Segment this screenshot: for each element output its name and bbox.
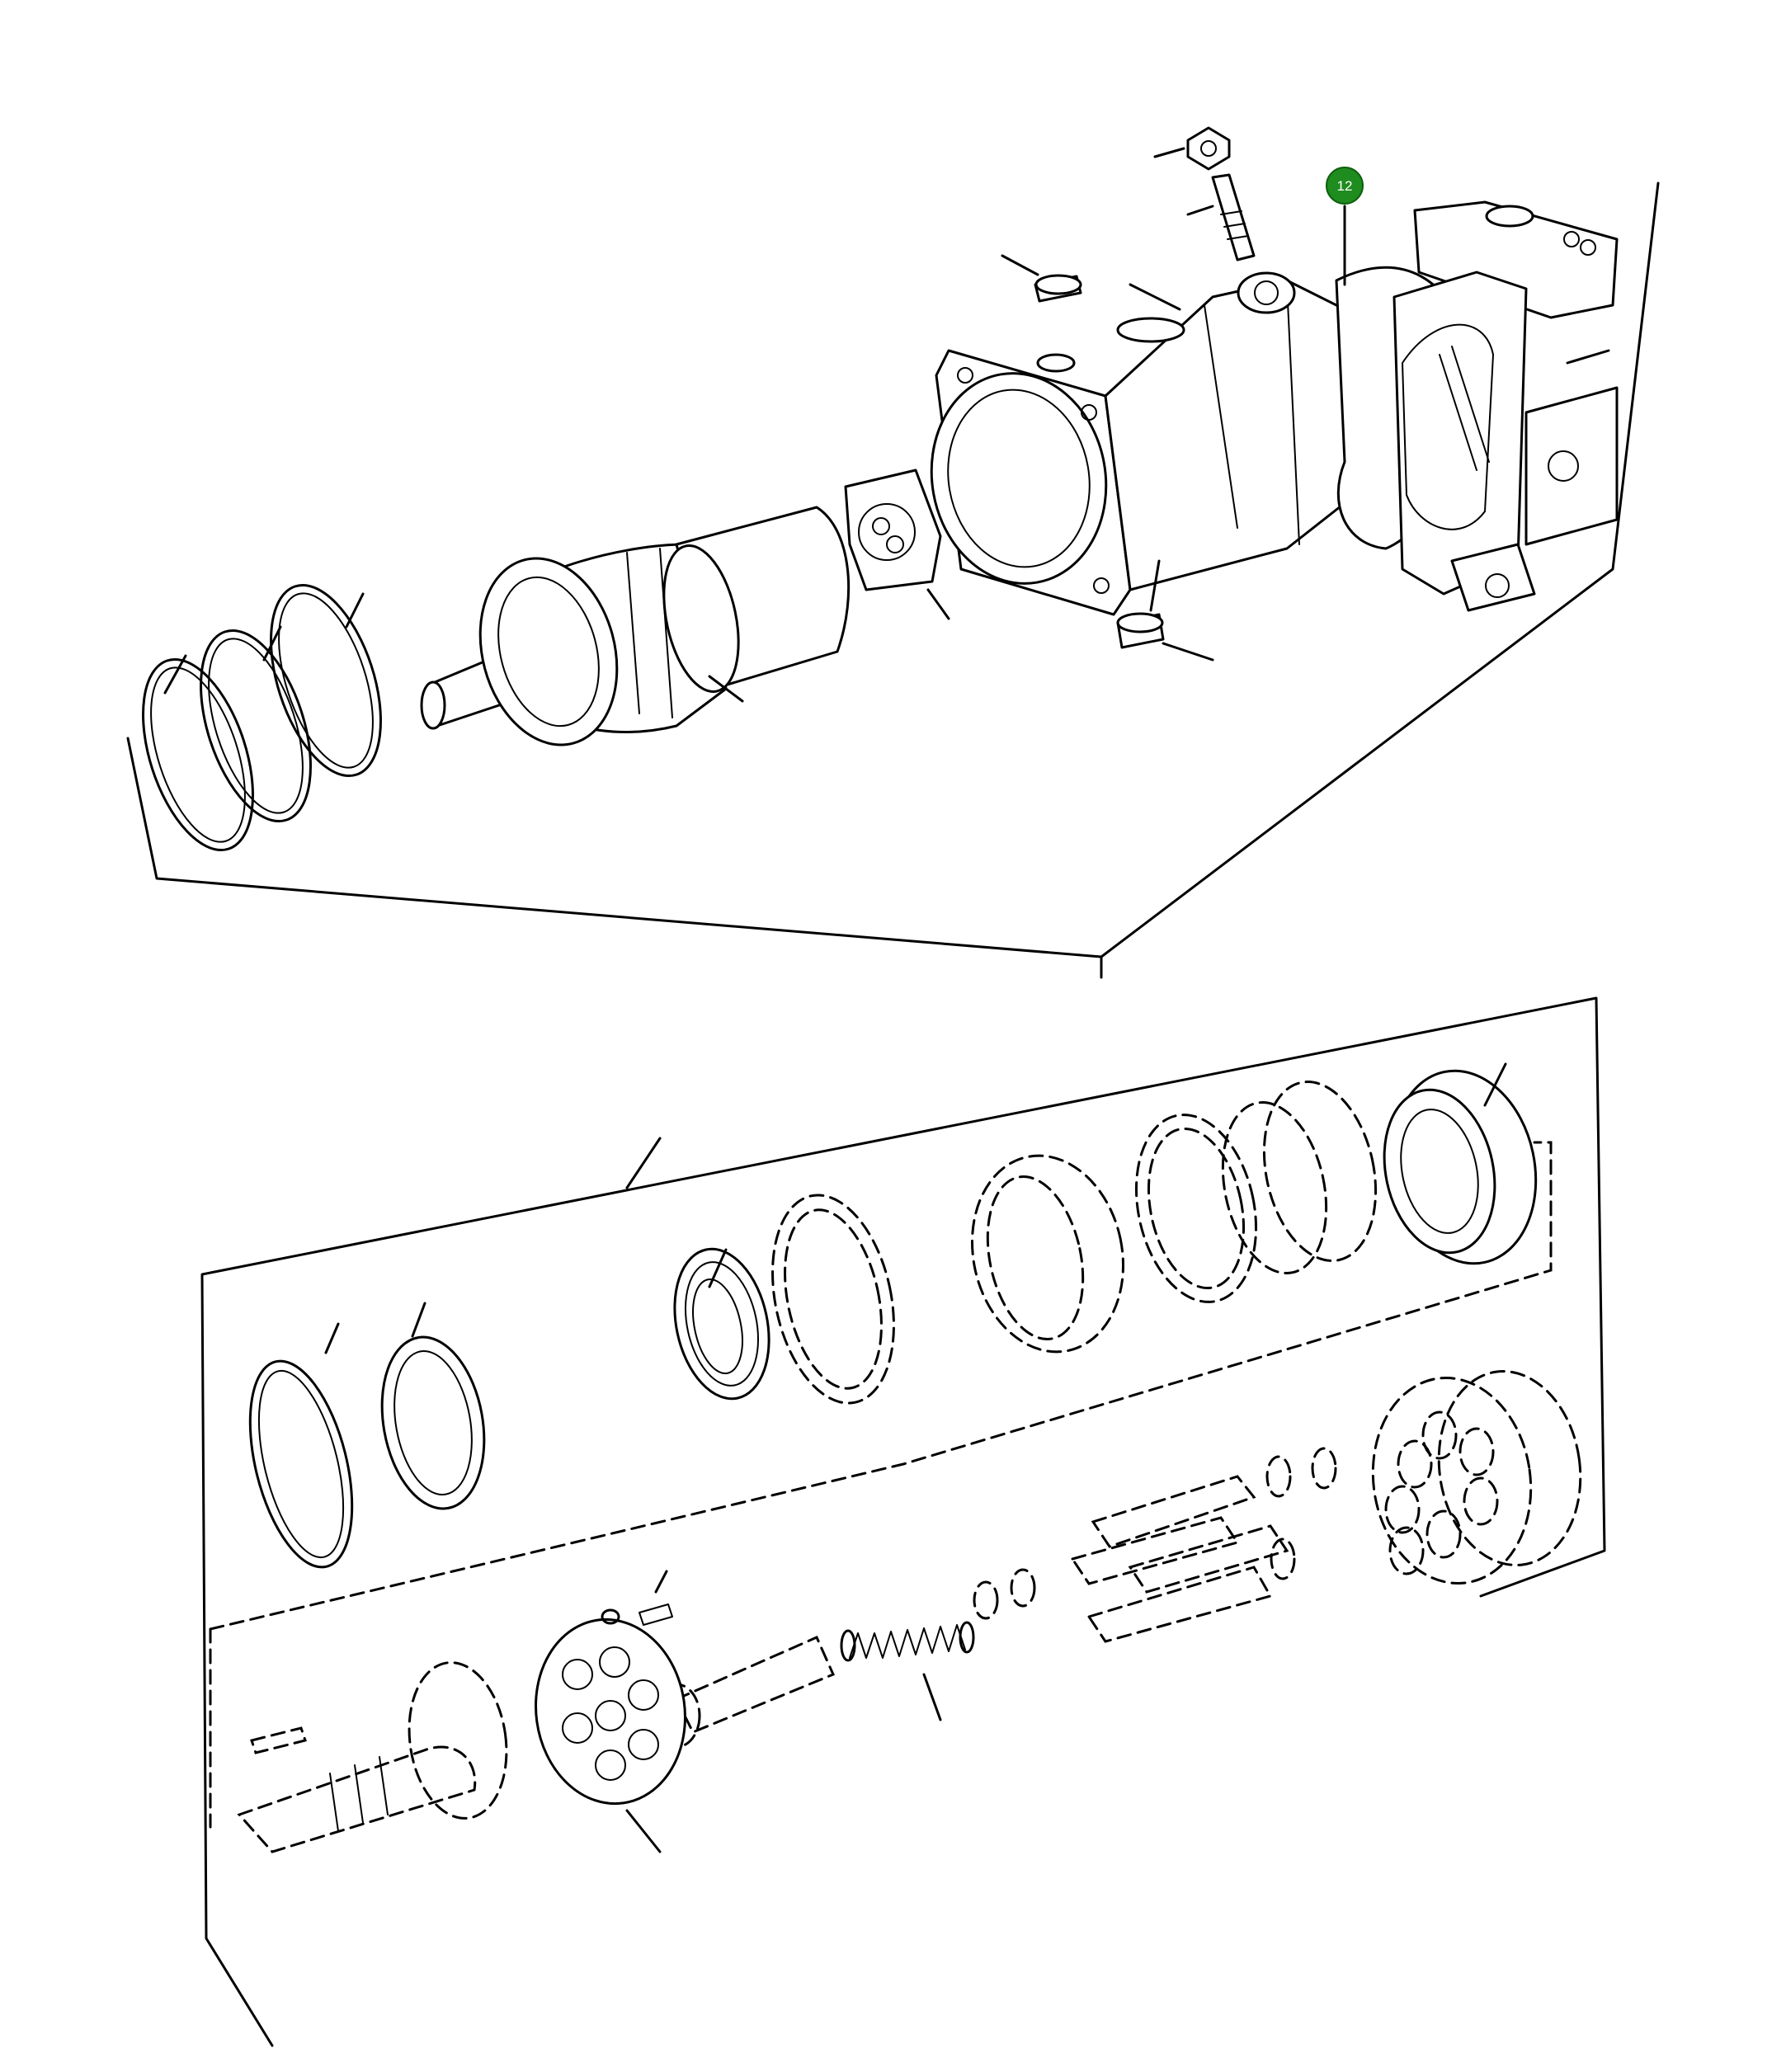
rotary-group bbox=[420, 506, 851, 746]
callout-12-marker[interactable] bbox=[1326, 167, 1364, 205]
valve-plate bbox=[844, 469, 950, 620]
lower-panel-frame bbox=[200, 996, 1606, 2047]
drive-shaft bbox=[237, 1661, 508, 1853]
snap-ring-lower bbox=[248, 1359, 354, 1569]
plug-bottom bbox=[1116, 559, 1214, 662]
shaft-seal bbox=[380, 1335, 486, 1510]
lower-assembly bbox=[200, 996, 1606, 2047]
plug-top bbox=[1001, 254, 1181, 311]
control-valve-block bbox=[1393, 200, 1619, 612]
snap-ring bbox=[142, 657, 254, 852]
large-bearing bbox=[1383, 1062, 1538, 1265]
dashed-ring-group bbox=[970, 1081, 1378, 1354]
motor-housing bbox=[930, 205, 1471, 616]
callout-12-label: 12 bbox=[1337, 178, 1353, 194]
callout-12[interactable]: 12 bbox=[1326, 167, 1364, 205]
dashed-subassembly-outline bbox=[209, 1141, 1553, 1631]
small-bearing bbox=[673, 1194, 895, 1405]
center-spring bbox=[652, 1568, 1036, 1749]
retaining-plate bbox=[535, 1570, 686, 1853]
retaining-ring-group bbox=[142, 583, 382, 852]
upper-assembly: 12 bbox=[126, 126, 1660, 979]
stud-bolt bbox=[1153, 126, 1256, 261]
piston-group bbox=[1070, 1447, 1337, 1643]
lower-ring-group bbox=[248, 1302, 486, 1569]
o-ring bbox=[270, 583, 382, 778]
cylinder-block bbox=[1371, 1370, 1582, 1585]
seal-ring bbox=[200, 629, 312, 823]
